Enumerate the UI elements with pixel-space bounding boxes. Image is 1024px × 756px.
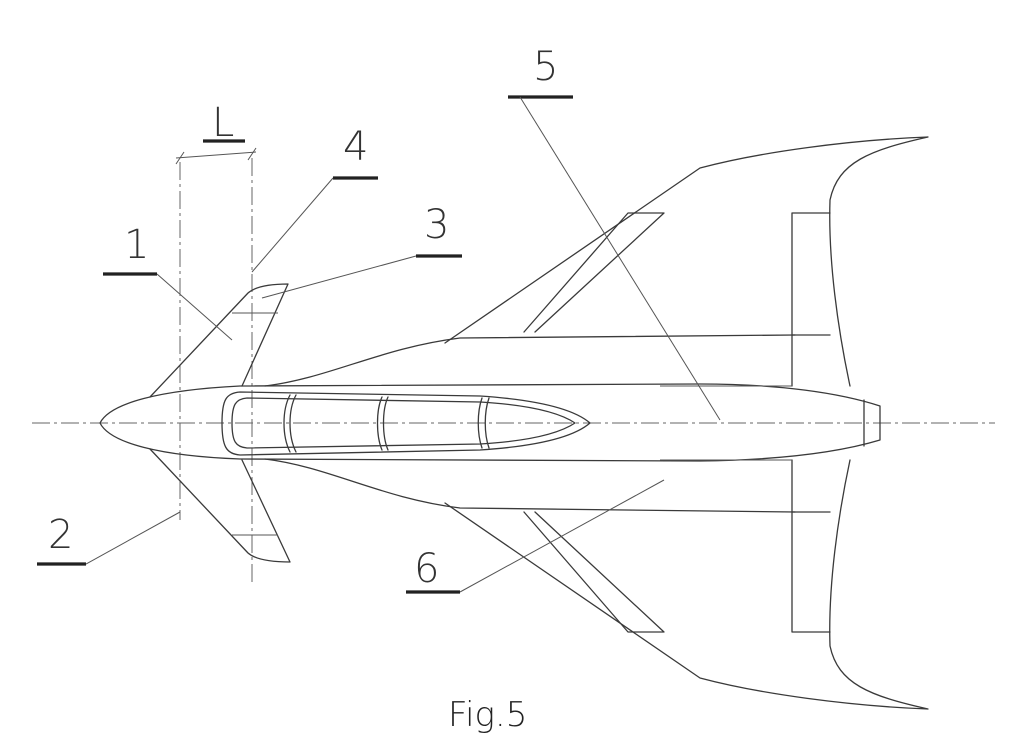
callout-2: 2 xyxy=(37,511,181,566)
callout-3-label: 3 xyxy=(424,202,449,248)
figure-caption: Fig.5 xyxy=(448,695,527,735)
callout-3: 3 xyxy=(261,202,462,299)
callout-1-label: 1 xyxy=(124,222,149,268)
canard-upper xyxy=(149,283,289,398)
dimension-L: L xyxy=(175,100,257,165)
main-wing-lower xyxy=(444,459,929,710)
wing-root-fairing-lower xyxy=(264,458,796,513)
main-wing-upper xyxy=(444,136,929,387)
callout-5-label: 5 xyxy=(533,44,558,90)
wing-fence-lower xyxy=(523,511,665,633)
callout-6: 6 xyxy=(406,479,665,594)
callout-4: 4 xyxy=(251,124,378,273)
tail-fin-lower xyxy=(791,459,831,633)
wing-root-fairing-upper xyxy=(264,334,796,387)
canard-lower xyxy=(149,448,291,563)
callout-2-label: 2 xyxy=(48,512,73,558)
callout-5: 5 xyxy=(508,44,721,421)
canopy xyxy=(221,391,591,456)
callout-6-label: 6 xyxy=(414,546,439,592)
callout-4-label: 4 xyxy=(343,124,368,170)
wing-fence-upper xyxy=(523,212,665,333)
callout-1: 1 xyxy=(103,222,233,341)
fuselage xyxy=(99,383,881,462)
dimension-L-label: L xyxy=(212,100,234,146)
tail-fin-upper xyxy=(791,212,831,387)
